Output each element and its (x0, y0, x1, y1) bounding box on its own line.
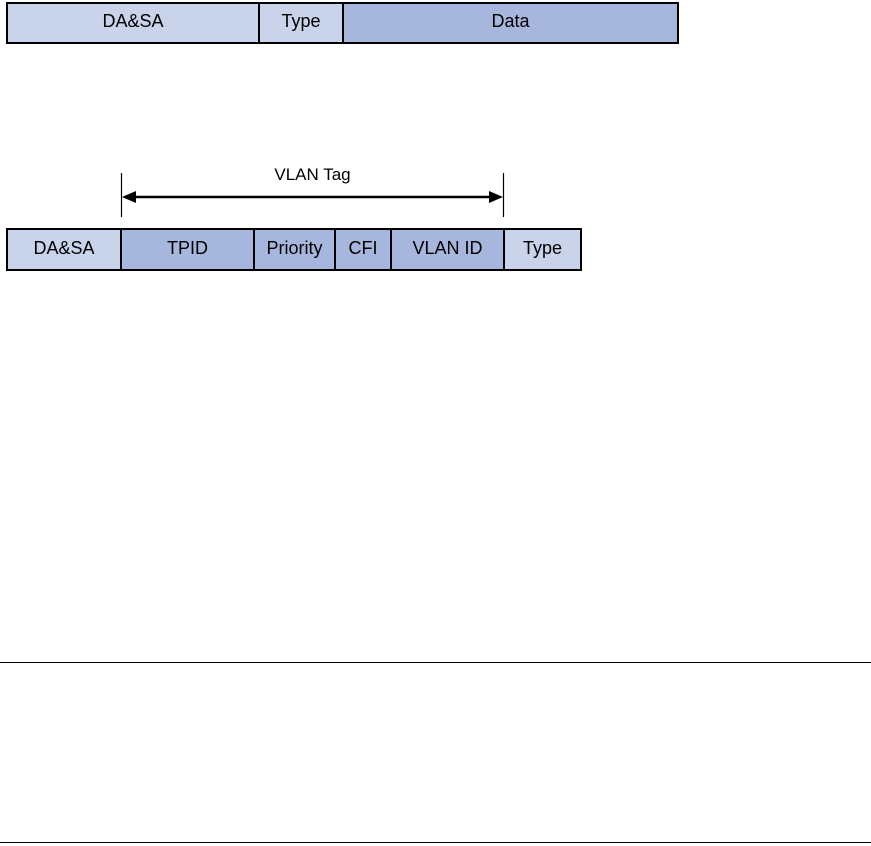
vlan-tag-arrow-left-head (122, 191, 136, 203)
field-data: Data (342, 4, 677, 42)
vlan-tag-span (120, 173, 505, 217)
field-cfi: CFI (334, 230, 390, 269)
divider-line (0, 662, 871, 663)
field-type: Type (258, 4, 342, 42)
vlan-tagged-frame: DA&SA TPID Priority CFI VLAN ID Type (6, 228, 582, 271)
field-vlan-id: VLAN ID (390, 230, 503, 269)
field-priority: Priority (253, 230, 334, 269)
ethernet-frame: DA&SA Type Data (6, 2, 679, 44)
field-tpid: TPID (120, 230, 253, 269)
field-type: Type (503, 230, 580, 269)
vlan-tag-label: VLAN Tag (274, 165, 351, 184)
divider-line (0, 842, 871, 843)
field-dasa: DA&SA (8, 4, 258, 42)
vlan-tag-arrow-right-head (489, 191, 503, 203)
field-dasa: DA&SA (8, 230, 120, 269)
